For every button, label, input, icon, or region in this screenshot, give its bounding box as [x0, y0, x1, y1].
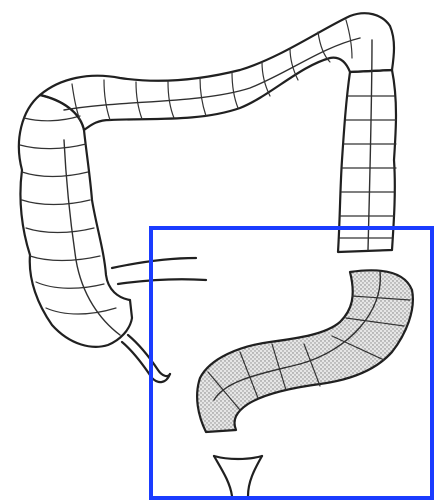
descending-colon: [338, 40, 396, 252]
appendix: [122, 335, 170, 382]
transverse-colon: [40, 13, 394, 130]
ascending-colon: [19, 95, 132, 347]
terminal-ileum: [112, 258, 206, 284]
sigmoid-colon-highlight: [197, 270, 413, 432]
rectum-outline: [214, 456, 262, 496]
